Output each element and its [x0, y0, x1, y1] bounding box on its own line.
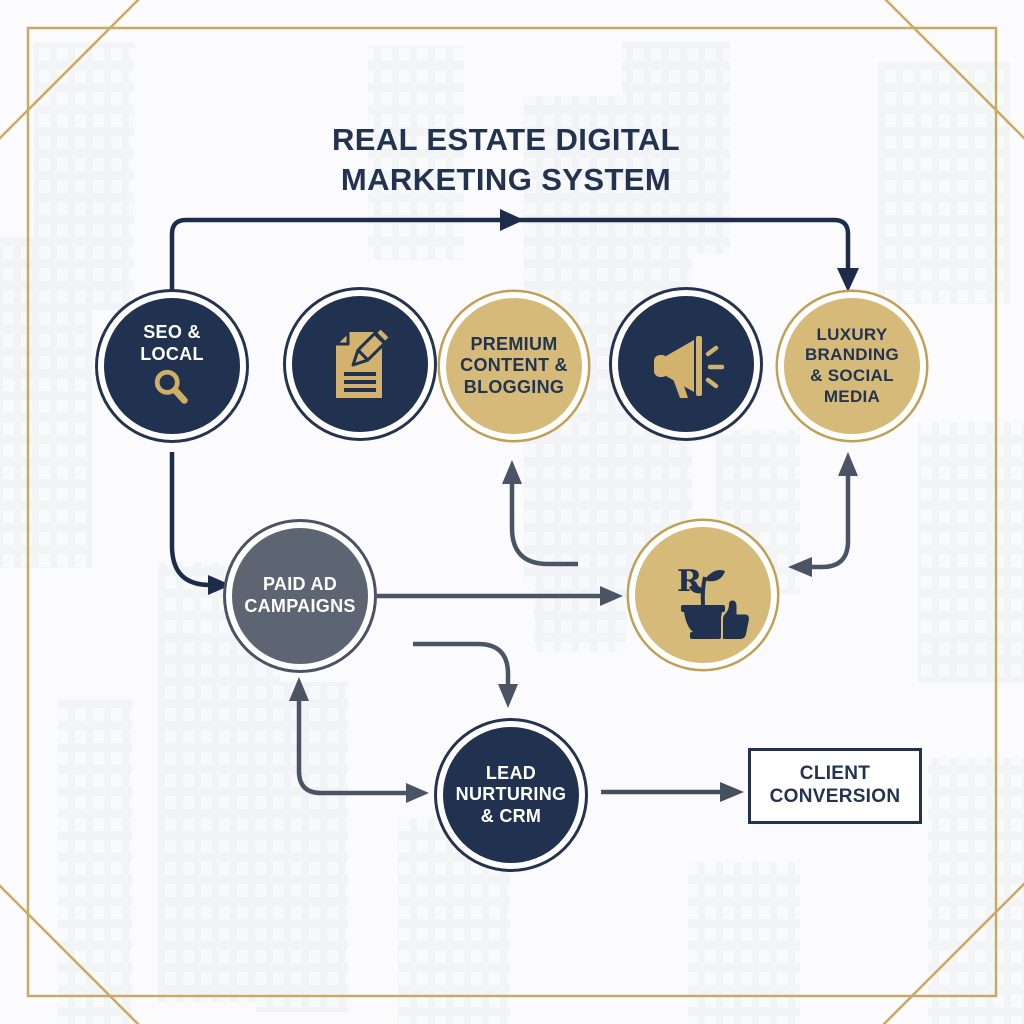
- node-premium-content-label: PREMIUM CONTENT & BLOGGING: [460, 333, 568, 397]
- document-pen-icon: [334, 326, 392, 398]
- arrow-reputation-luxury: [788, 452, 858, 577]
- arrow-seo-to-luxury: [169, 209, 859, 292]
- node-advertising: [612, 290, 760, 438]
- arrow-paid-ads-to-lead: [413, 641, 518, 708]
- megaphone-icon: [654, 336, 725, 398]
- node-luxury-branding-label: LUXURY BRANDING & SOCIAL MEDIA: [804, 324, 899, 406]
- node-client-conversion: CLIENT CONVERSION: [748, 748, 922, 824]
- node-paid-ad-campaigns-label: PAID AD CAMPAIGNS: [244, 574, 356, 616]
- node-seo-local-label: SEO & LOCAL: [140, 322, 204, 364]
- node-luxury-branding: LUXURY BRANDING & SOCIAL MEDIA: [778, 292, 926, 440]
- node-lead-nurturing: LEAD NURTURING & CRM: [437, 721, 585, 869]
- magnifier-icon: [154, 369, 188, 404]
- node-seo-local: SEO & LOCAL: [98, 292, 246, 440]
- node-paid-ad-campaigns: PAID AD CAMPAIGNS: [226, 522, 374, 670]
- arrow-lead-paid-feedback: [289, 677, 429, 803]
- arrow-lead-to-client: [601, 782, 744, 802]
- arrow-seo-to-paid-ads: [169, 452, 231, 595]
- node-lead-nurturing-label: LEAD NURTURING & CRM: [455, 762, 567, 826]
- arrow-up-to-premium-content: [502, 460, 578, 567]
- node-client-conversion-label: CLIENT CONVERSION: [769, 763, 901, 807]
- page-title: REAL ESTATE DIGITAL MARKETING SYSTEM: [331, 122, 681, 197]
- node-content-creation: [286, 290, 434, 438]
- node-premium-content: PREMIUM CONTENT & BLOGGING: [440, 292, 588, 440]
- svg-text:R: R: [677, 564, 703, 599]
- arrow-paid-ads-to-reputation: [377, 586, 623, 606]
- plant-thumbs-up-icon: R: [677, 564, 749, 639]
- node-reputation-growth: R: [629, 521, 777, 669]
